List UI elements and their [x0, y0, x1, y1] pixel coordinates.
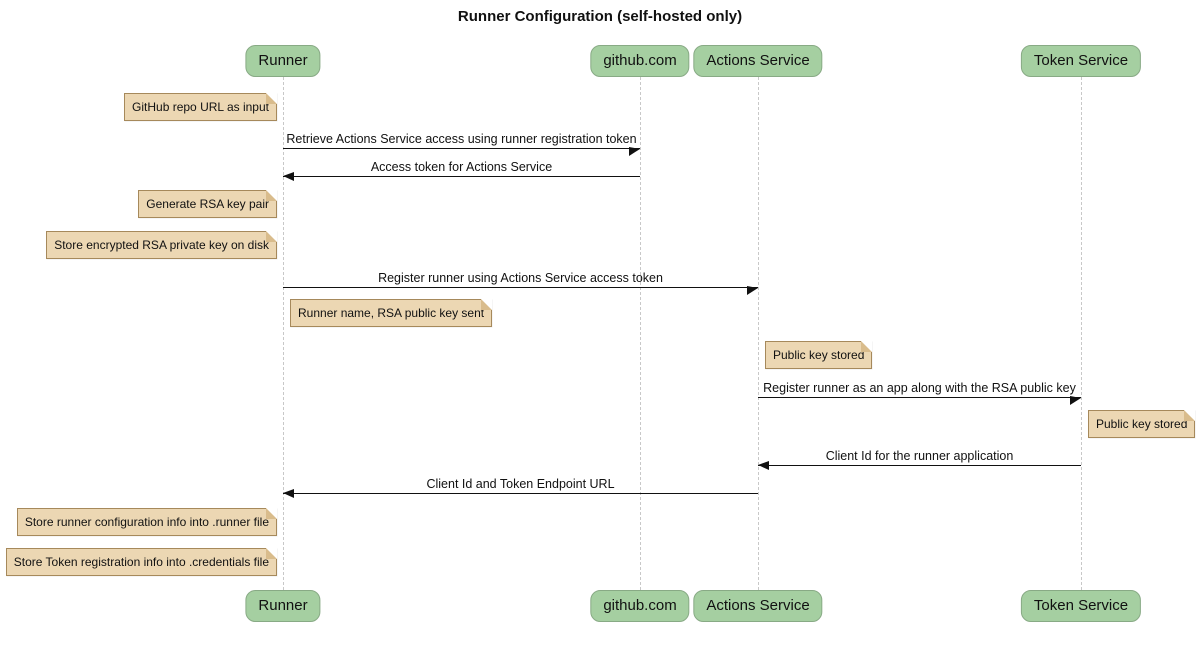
participant-label: Actions Service [706, 52, 810, 69]
lifeline [639, 77, 641, 590]
message-line [283, 493, 758, 495]
participant-box-token-bottom: Token Service [1020, 590, 1142, 622]
participant-box-github-top: github.com [590, 45, 690, 77]
arrowhead-icon [747, 286, 758, 295]
note-fold-corner-icon [861, 341, 873, 352]
note: Store Token registration info into .cred… [5, 548, 277, 576]
message-label: Client Id for the runner application [825, 449, 1014, 463]
note-fold-corner-icon [266, 190, 277, 201]
note-fold-corner-icon [1184, 410, 1196, 421]
note: Store encrypted RSA private key on disk [46, 231, 277, 259]
message-line [758, 397, 1081, 399]
note-text: Public key stored [773, 348, 865, 362]
lifeline [757, 77, 759, 590]
message-line [283, 148, 640, 150]
arrowhead-icon [283, 172, 294, 181]
participant-label: Token Service [1033, 597, 1129, 614]
note: Runner name, RSA public key sent [290, 299, 493, 327]
arrowhead-icon [1070, 396, 1081, 405]
note: Public key stored [1088, 410, 1196, 438]
participant-label: Actions Service [706, 597, 810, 614]
note-text: Public key stored [1096, 417, 1188, 431]
lifeline [1080, 77, 1082, 590]
participant-label: github.com [603, 597, 677, 614]
arrowhead-icon [283, 489, 294, 498]
participant-box-runner-bottom: Runner [245, 590, 321, 622]
participant-box-actions-bottom: Actions Service [693, 590, 823, 622]
message-line [758, 465, 1081, 467]
participant-label: Runner [258, 52, 308, 69]
lifeline [282, 77, 284, 590]
note-fold-corner-icon [481, 299, 493, 310]
note-text: Runner name, RSA public key sent [298, 306, 485, 320]
note-text: Store Token registration info into .cred… [13, 555, 269, 569]
participant-box-github-bottom: github.com [590, 590, 690, 622]
note-text: Generate RSA key pair [146, 197, 269, 211]
message-label: Register runner as an app along with the… [763, 381, 1076, 395]
arrowhead-icon [758, 461, 769, 470]
note-fold-corner-icon [266, 93, 277, 104]
participant-box-token-top: Token Service [1020, 45, 1142, 77]
participant-box-runner-top: Runner [245, 45, 321, 77]
note: Store runner configuration info into .ru… [16, 508, 277, 536]
message-line [283, 287, 758, 289]
note-text: GitHub repo URL as input [132, 100, 269, 114]
message-label: Register runner using Actions Service ac… [378, 271, 663, 285]
note: GitHub repo URL as input [124, 93, 277, 121]
arrowhead-icon [629, 147, 640, 156]
participant-label: Runner [258, 597, 308, 614]
message-label: Access token for Actions Service [370, 160, 553, 174]
message-line [283, 176, 640, 178]
message-label: Retrieve Actions Service access using ru… [286, 132, 637, 146]
note: Public key stored [765, 341, 873, 369]
note: Generate RSA key pair [138, 190, 277, 218]
participant-box-actions-top: Actions Service [693, 45, 823, 77]
note-fold-corner-icon [266, 548, 277, 559]
participant-label: Token Service [1033, 52, 1129, 69]
note-text: Store runner configuration info into .ru… [24, 515, 269, 529]
participant-label: github.com [603, 52, 677, 69]
message-label: Client Id and Token Endpoint URL [426, 477, 615, 491]
diagram-title: Runner Configuration (self-hosted only) [457, 8, 743, 25]
note-text: Store encrypted RSA private key on disk [54, 238, 269, 252]
note-fold-corner-icon [266, 231, 277, 242]
note-fold-corner-icon [266, 508, 277, 519]
